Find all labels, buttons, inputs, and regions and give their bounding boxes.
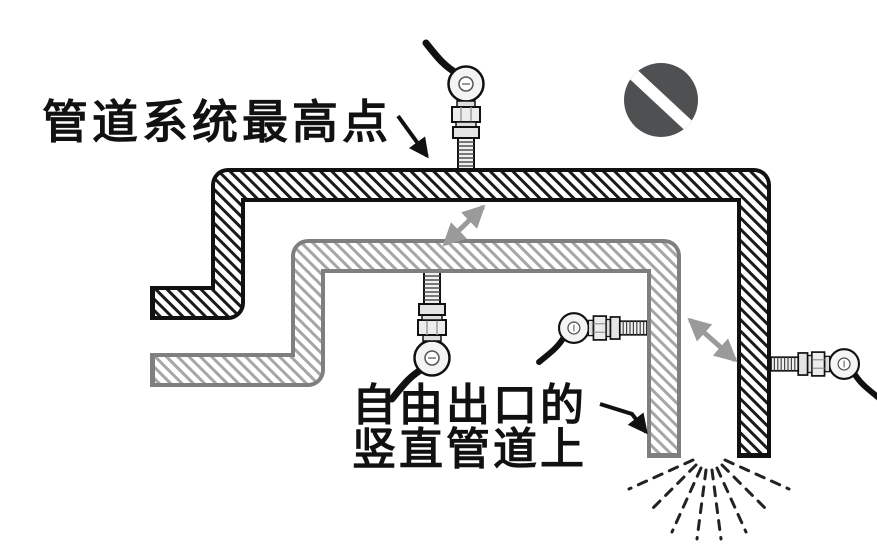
double-headed-arrow-icon bbox=[687, 317, 738, 363]
label-highest-point: 管道系统最高点 bbox=[42, 95, 392, 149]
double-headed-arrow-icon bbox=[442, 204, 486, 247]
prohibition-icon bbox=[624, 63, 698, 137]
leader-arrow-highest-point bbox=[396, 114, 429, 159]
label-free-outlet-line1: 自由出口的 bbox=[352, 380, 587, 431]
leader-arrow-free-outlet bbox=[599, 402, 648, 435]
pipe-inner-wall bbox=[150, 239, 681, 458]
pipe-outer-wall bbox=[150, 168, 771, 458]
label-free-outlet-line2: 竖直管道上 bbox=[352, 424, 587, 475]
free-outlet-spray-icon bbox=[627, 458, 791, 541]
transmitter-right-icon bbox=[771, 349, 877, 398]
transmitter-left-icon bbox=[539, 313, 647, 362]
transmitter-top-icon bbox=[426, 43, 484, 170]
